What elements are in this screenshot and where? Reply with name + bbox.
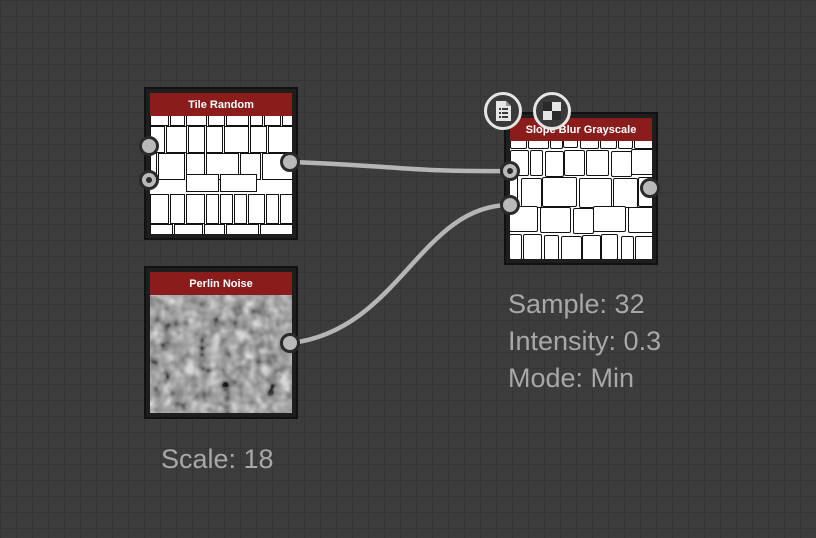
tile-random-preview [150,116,292,234]
preview-tile [166,126,187,153]
preview-tile [266,194,279,224]
tile-random-input-port-1[interactable] [139,136,159,156]
preview-tile [226,224,259,234]
slope-blur-node[interactable]: Slope Blur Grayscale [504,112,658,265]
slope-blur-input-port-1[interactable] [500,161,520,181]
preview-tile [280,194,292,224]
preview-tile [208,116,225,126]
slope-intensity-param[interactable]: Intensity: 0.3 [508,323,661,360]
preview-tile [601,234,618,259]
perlin-noise-texture [150,295,292,413]
preview-tile [631,149,652,175]
preview-tile [544,235,559,259]
preview-tile [282,116,292,126]
preview-tile [611,151,632,177]
perlin-noise-preview [150,295,292,413]
preview-tile [260,224,292,234]
preview-tile [561,236,582,259]
perlin-scale-param[interactable]: Scale: 18 [161,441,274,478]
preview-tile [528,141,549,149]
preview-tile [613,178,638,208]
preview-tile [150,116,169,126]
preview-tile [150,194,169,224]
preview-tile [170,194,185,224]
perlin-noise-node[interactable]: Perlin Noise [144,266,298,419]
preview-tile [220,174,257,192]
preview-tile [628,207,652,233]
preview-tile [188,126,205,153]
tile-random-node[interactable]: Tile Random [144,87,298,240]
preview-tile [268,126,292,153]
preview-tile [563,141,578,148]
perlin-noise-output-port[interactable] [280,333,300,353]
preview-tile [248,194,265,224]
preview-tile [530,150,543,176]
preview-tile [158,153,185,180]
preview-tile [204,224,225,234]
perlin-noise-title: Perlin Noise [150,272,292,295]
preview-tile [580,141,599,149]
preview-tile [618,141,633,149]
preview-tile [523,234,542,259]
preview-tile [550,141,563,149]
preview-tile [542,177,577,207]
preview-tile [186,174,219,192]
slope-blur-title: Slope Blur Grayscale [510,118,652,141]
checkerboard-icon[interactable] [533,92,571,130]
preview-tile [186,116,207,126]
preview-tile [573,208,594,234]
preview-tile [621,236,634,259]
preview-tile [170,116,185,126]
tile-random-output-port[interactable] [280,152,300,172]
connection-perlin-to-slope-input [291,205,510,343]
connection-tile-to-slope-input [291,162,510,171]
preview-tile [234,194,247,224]
preview-tile [250,126,267,153]
preview-tile [600,141,617,149]
preview-tile [206,126,223,153]
preview-tile [186,194,205,224]
preview-tile [224,126,249,153]
preview-tile [220,194,233,224]
preview-tile [593,206,626,232]
preview-tile [226,116,249,126]
preview-tile [586,150,609,176]
preview-tile [635,236,652,259]
preview-tile [582,235,601,259]
preview-tile [545,151,564,177]
slope-blur-input-port-2[interactable] [500,195,520,215]
preview-tile [150,224,173,234]
preview-tile [206,194,219,224]
slope-sample-param[interactable]: Sample: 32 [508,286,645,323]
tile-random-input-port-2[interactable] [139,170,159,190]
preview-tile [564,150,585,176]
preview-tile [521,178,542,208]
preview-tile [634,141,652,149]
preview-tile [510,234,522,259]
preview-tile [579,178,612,208]
slope-blur-output-port[interactable] [640,178,660,198]
slope-mode-param[interactable]: Mode: Min [508,360,634,397]
preview-tile [250,116,263,126]
preview-tile [510,141,527,149]
document-icon[interactable] [484,92,522,130]
preview-tile [174,224,203,234]
preview-tile [264,116,281,126]
tile-random-title: Tile Random [150,93,292,116]
preview-tile [540,207,571,233]
slope-blur-preview [510,141,652,259]
